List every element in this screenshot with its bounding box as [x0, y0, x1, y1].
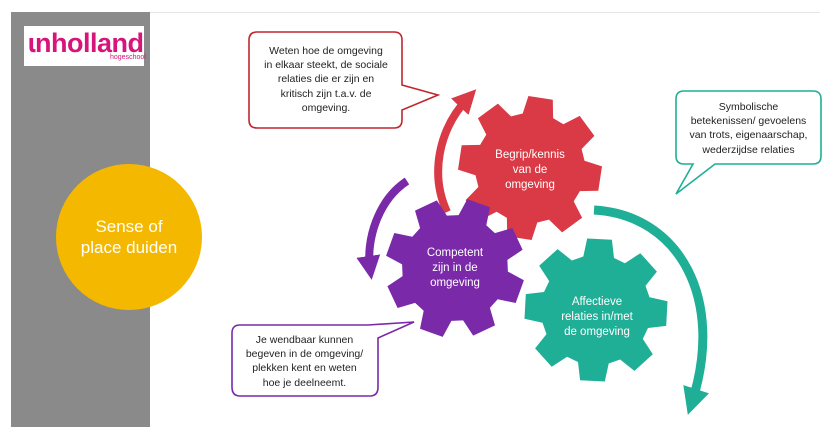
callout-green-line3: van trots, eigenaarschap, [689, 129, 808, 142]
callout-red-line5: omgeving. [301, 101, 351, 114]
gear-competent-line2: zijn in de [432, 261, 478, 274]
gear-affectief [524, 238, 668, 382]
center-label-line2: place duiden [80, 238, 178, 257]
top-divider [150, 12, 820, 13]
center-label-line1: Sense of [95, 216, 163, 236]
red-arrow [434, 89, 477, 214]
callout-purple-line3: plekken kent en weten [252, 362, 357, 375]
gear-affectief-label: Affectieve relaties in/met de omgeving [542, 295, 652, 340]
gear-competent [386, 199, 524, 337]
callout-green-line4: wederzijdse relaties [702, 143, 795, 156]
purple-arrow [356, 177, 410, 280]
gear-affectief-line3: de omgeving [564, 325, 630, 338]
teal-arrow [593, 205, 709, 415]
callout-red-line2: in elkaar steekt, de sociale [264, 59, 388, 72]
logo-subtitle: hogeschool [110, 54, 146, 61]
callout-green-text: Symbolische betekenissen/ gevoelens van … [676, 100, 821, 157]
gear-begrip [458, 96, 602, 240]
callout-green-line2: betekenissen/ gevoelens [690, 115, 807, 128]
gear-begrip-label: Begrip/kennis van de omgeving [480, 148, 580, 193]
callout-purple-text: Je wendbaar kunnen begeven in de omgevin… [232, 333, 377, 390]
callout-red-bubble [248, 31, 441, 129]
callout-red-line4: kritisch zijn t.a.v. de [280, 87, 372, 100]
callout-purple-line1: Je wendbaar kunnen [255, 334, 354, 346]
callout-red-text: Weten hoe de omgeving in elkaar steekt, … [252, 44, 400, 115]
logo-wordmark: ɩnholland [28, 28, 144, 58]
gear-begrip-line3: omgeving [505, 178, 555, 191]
callout-purple-line4: hoe je deelneemt. [262, 376, 347, 389]
gear-competent-line3: omgeving [430, 276, 480, 289]
gear-affectief-line1: Affectieve [571, 296, 623, 308]
callout-purple-bubble [231, 321, 415, 397]
gear-begrip-line1: Begrip/kennis [495, 149, 565, 161]
callout-red-line3: relaties die er zijn en [277, 73, 375, 86]
gear-competent-label: Competent zijn in de omgeving [405, 246, 505, 291]
callout-green-line1: Symbolische [718, 101, 779, 113]
callout-purple-line2: begeven in de omgeving/ [245, 348, 364, 361]
callout-green-bubble [675, 90, 822, 195]
gear-affectief-line2: relaties in/met [561, 310, 633, 323]
callout-red-line1: Weten hoe de omgeving [269, 45, 383, 57]
inholland-logo: ɩnholland hogeschool [24, 26, 146, 66]
gear-competent-line1: Competent [426, 247, 484, 259]
gear-begrip-line2: van de [512, 163, 548, 176]
sense-of-place-circle: Sense of place duiden [56, 164, 202, 310]
